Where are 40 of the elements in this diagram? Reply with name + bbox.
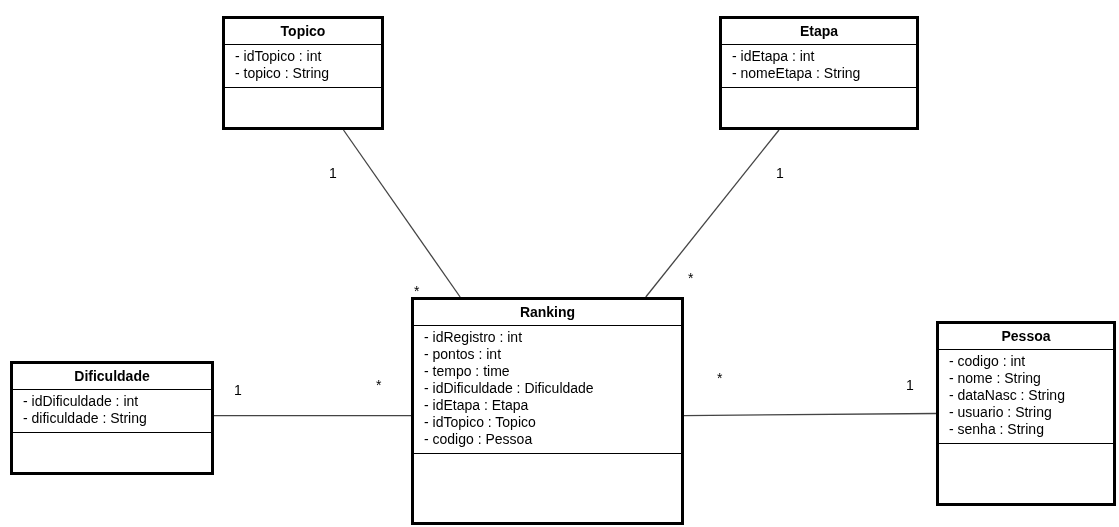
multiplicity-label: * [376, 377, 382, 393]
attribute-text: - pontos : int [424, 346, 502, 363]
attribute-text: - tempo : time [424, 363, 510, 380]
class-name: Dificuldade [13, 364, 211, 390]
multiplicity-label: 1 [906, 377, 914, 393]
class-box [411, 297, 684, 525]
class-box [10, 361, 214, 475]
attribute-text: - topico : String [235, 65, 330, 82]
attribute-text: - dataNasc : String [949, 387, 1065, 404]
association-line [213, 414, 412, 417]
multiplicity-label: * [688, 270, 694, 286]
attribute-text: - nome : String [949, 370, 1041, 387]
association-line [342, 129, 461, 298]
attribute-text: - nomeEtapa : String [732, 65, 861, 82]
multiplicity-label: 1 [234, 382, 242, 398]
multiplicity-label: 1 [329, 165, 337, 181]
class-name: Etapa [722, 19, 916, 45]
attribute-text: - usuario : String [949, 404, 1052, 421]
class-box [719, 16, 919, 130]
multiplicity-label: * [414, 283, 420, 299]
multiplicity-label: 1 [776, 165, 784, 181]
class-name: Topico [225, 19, 381, 45]
attribute-text: - codigo : int [949, 353, 1026, 370]
multiplicity-label: * [717, 370, 723, 386]
association-line [645, 129, 780, 298]
attribute-text: - idEtapa : int [732, 48, 815, 65]
attribute-text: - idTopico : Topico [424, 414, 536, 431]
attribute-text: - codigo : Pessoa [424, 431, 533, 448]
association-line [683, 412, 937, 417]
attribute-text: - dificuldade : String [23, 410, 147, 427]
attribute-text: - senha : String [949, 421, 1044, 438]
class-box [936, 321, 1116, 506]
class-box [222, 16, 384, 130]
class-name: Ranking [414, 300, 681, 326]
attribute-text: - idRegistro : int [424, 329, 523, 346]
attribute-text: - idTopico : int [235, 48, 322, 65]
attribute-text: - idDificuldade : int [23, 393, 139, 410]
attribute-text: - idDificuldade : Dificuldade [424, 380, 594, 397]
class-name: Pessoa [939, 324, 1113, 350]
attribute-text: - idEtapa : Etapa [424, 397, 529, 414]
